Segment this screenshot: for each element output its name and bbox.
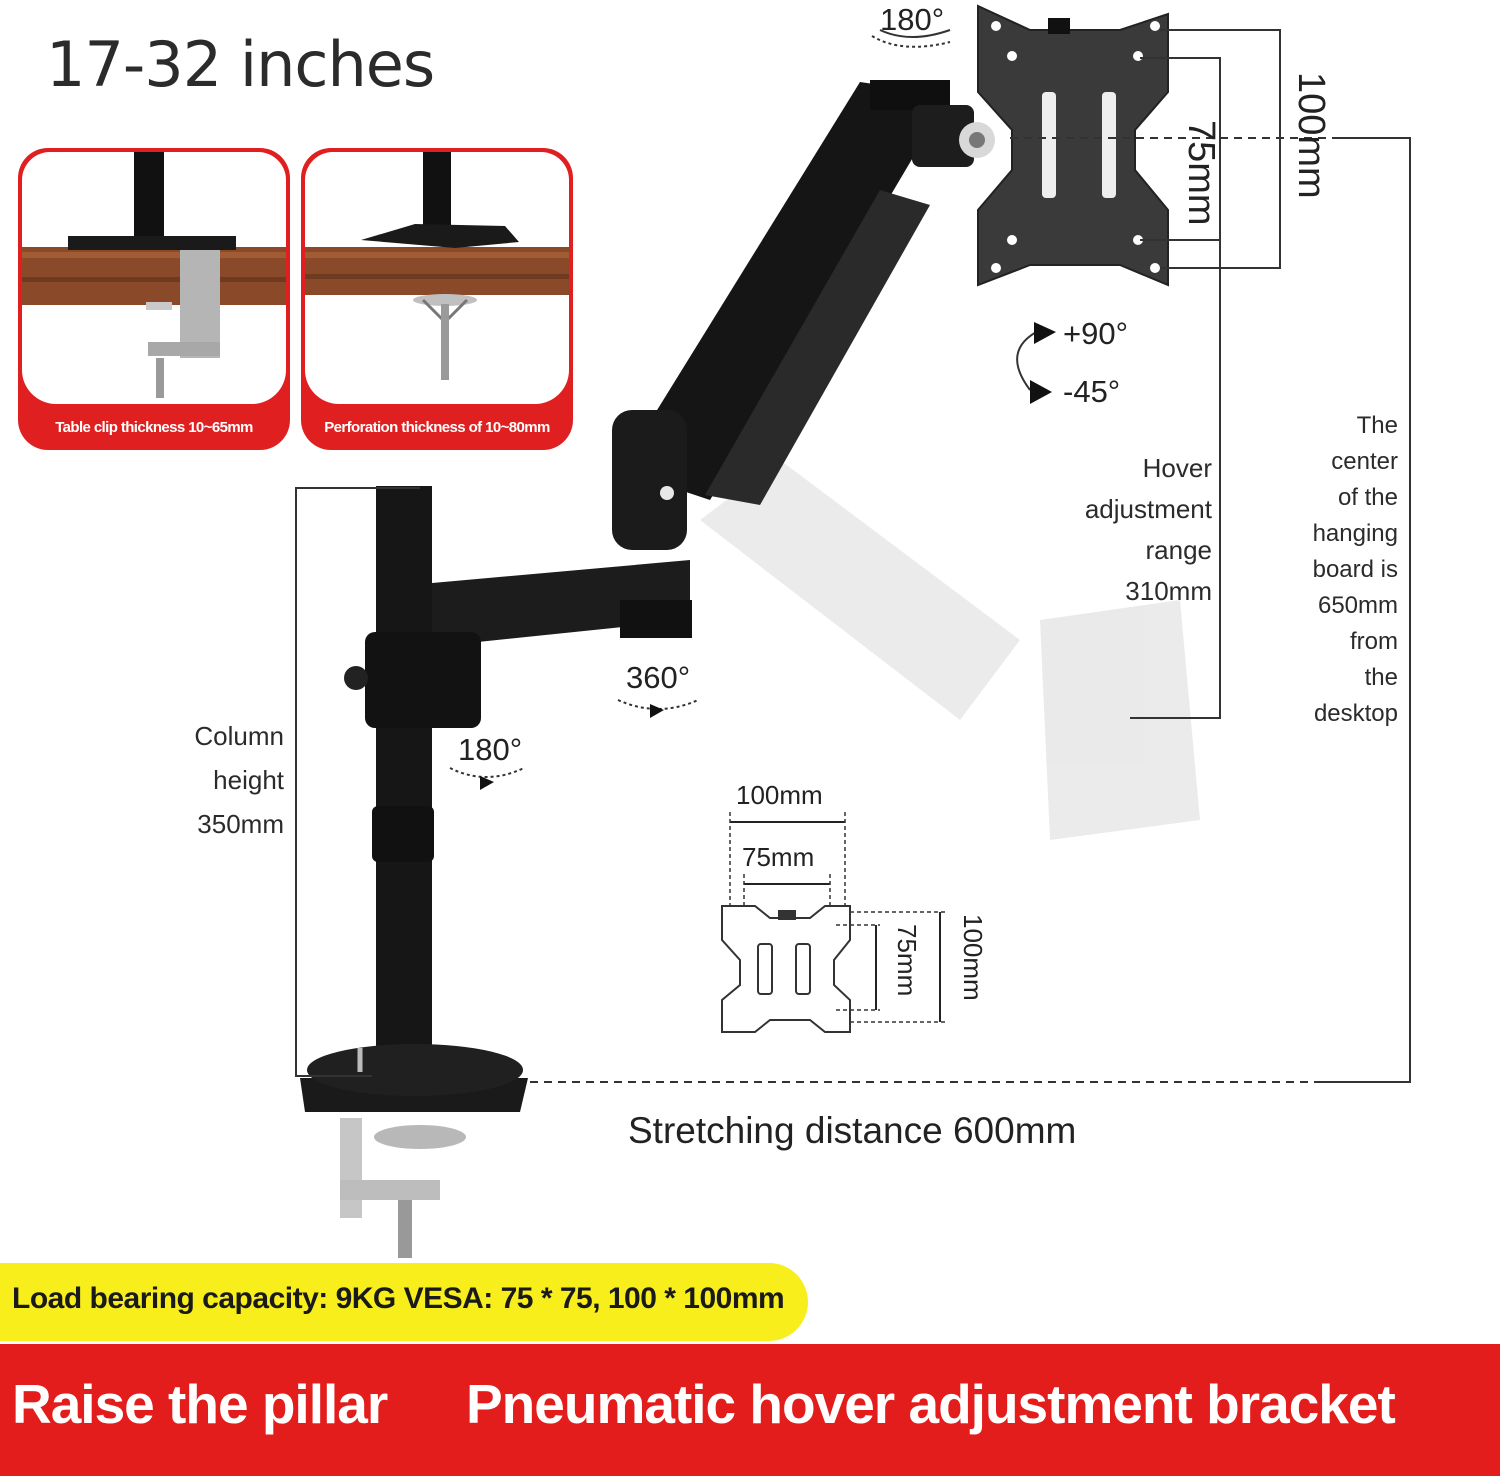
tilt-down-label: -45°: [1063, 374, 1121, 409]
column-height-label: Column height 350mm: [194, 721, 284, 839]
perforation-caption: Perforation thickness of 10~80mm: [324, 419, 550, 436]
spec-text: Load bearing capacity: 9KG VESA: 75 * 75…: [12, 1282, 785, 1315]
table-clip-caption: Table clip thickness 10~65mm: [55, 419, 253, 436]
arm-rotation-label: 360°: [626, 660, 691, 695]
spec-band: [0, 1263, 808, 1341]
hover-range-label: Hover adjustment range 310mm: [1084, 453, 1212, 606]
vesa-inner-label: 75mm: [1180, 120, 1222, 226]
vesa-outer-label: 100mm: [1290, 72, 1332, 199]
top-rotation-label: 180°: [880, 2, 945, 37]
bottom-banner: [0, 1344, 1500, 1476]
banner-left-text: Raise the pillar: [12, 1373, 388, 1435]
perforation-inset: Perforation thickness of 10~80mm: [301, 148, 573, 450]
perforation-photo: [305, 152, 569, 404]
table-clip-inset: Table clip thickness 10~65mm: [18, 148, 290, 450]
banner-right-text: Pneumatic hover adjustment bracket: [466, 1373, 1396, 1435]
tilt-up-label: +90°: [1063, 316, 1128, 351]
center-height-note: The center of the hanging board is 650mm…: [1312, 412, 1398, 727]
small-vesa-top-inner: 75mm: [742, 842, 815, 872]
small-vesa-side-outer: 100mm: [958, 914, 988, 1001]
small-vesa-side-inner: 75mm: [892, 924, 922, 997]
stretch-distance-label: Stretching distance 600mm: [628, 1110, 1077, 1151]
table-clip-photo: [22, 152, 286, 404]
column-rotation-label: 180°: [458, 732, 523, 767]
small-vesa-top-outer: 100mm: [736, 780, 823, 810]
page-title: 17-32 inches: [46, 28, 435, 101]
